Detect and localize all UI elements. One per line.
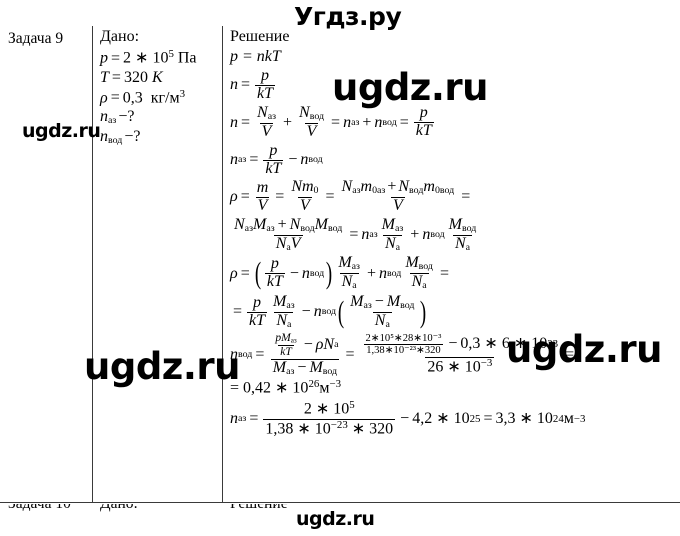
next-row-clipped: Задача 10 Дано: Решение <box>0 504 680 514</box>
watermark-top-right: ugdz.ru <box>332 66 489 109</box>
solution-heading: Решение <box>230 28 290 45</box>
watermark-left-middle: ugdz.ru <box>84 345 241 388</box>
next-row-given-label: Дано: <box>100 504 138 513</box>
solution-step-10: = 0,42 ∗ 1026м−3 <box>230 378 342 397</box>
table-column-divider-2 <box>222 26 223 502</box>
table-bottom-border <box>0 502 680 503</box>
given-line-pressure: p=2 ∗ 105 Па <box>100 48 197 67</box>
site-title-watermark: Угдз.ру <box>294 2 402 31</box>
next-row-task-label: Задача 10 <box>8 504 71 512</box>
next-row-solution-label: Решение <box>230 504 288 513</box>
task-label: Задача 9 <box>8 30 64 47</box>
given-heading: Дано: <box>100 28 140 45</box>
given-line-temperature: T=320 K <box>100 68 163 86</box>
watermark-bottom-center: ugdz.ru <box>296 508 375 530</box>
next-row-content: Задача 10 Дано: Решение <box>8 504 288 513</box>
given-column: Дано: p=2 ∗ 105 Па T=320 K ρ=0,3 кг/м3 n… <box>100 28 197 150</box>
given-line-density: ρ=0,3 кг/м3 <box>100 87 186 107</box>
solution-table: Задача 9 Дано: p=2 ∗ 105 Па T=320 K ρ=0,… <box>0 26 680 504</box>
watermark-right-middle: ugdz.ru <box>506 328 663 371</box>
given-unknown-water: nвод−? <box>100 128 141 147</box>
given-unknown-gas: nаз−? <box>100 108 135 127</box>
watermark-left-upper: ugdz.ru <box>22 120 101 142</box>
solution-step-1: p = nkT <box>230 48 281 65</box>
table-column-divider-1 <box>92 26 93 502</box>
